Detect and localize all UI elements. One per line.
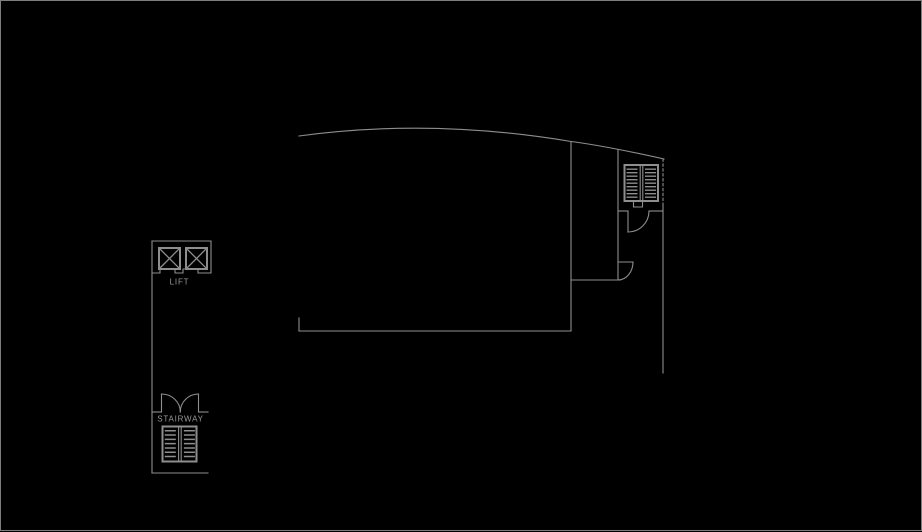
main-hall xyxy=(298,127,665,374)
staircase-upper-divider xyxy=(639,165,644,201)
staircase-upper-landing-tab xyxy=(632,201,644,208)
linework xyxy=(151,127,665,474)
staircase-lower-divider xyxy=(178,426,182,462)
door-lower-swing-arc xyxy=(617,261,634,281)
lift-block xyxy=(151,240,212,474)
door-upper xyxy=(617,210,664,233)
lift-car-1 xyxy=(158,247,181,270)
double-door-right-swing-arc xyxy=(179,393,200,413)
staircase-upper-outline xyxy=(623,164,659,202)
lift-label: LIFT xyxy=(170,278,190,287)
stairway-label: STAIRWAY xyxy=(157,415,204,424)
lift-car-1-cross xyxy=(158,247,181,270)
double-door-left-swing-arc xyxy=(160,393,181,413)
door-upper-swing-arc xyxy=(627,210,650,233)
roof-curve-wall xyxy=(298,127,665,160)
staircase-upper xyxy=(623,164,659,208)
staircase-lower-outline xyxy=(161,425,198,463)
lift-car-2 xyxy=(185,247,208,270)
door-lower xyxy=(617,261,634,281)
lift-car-2-cross xyxy=(185,247,208,270)
plan-labels: LIFT STAIRWAY xyxy=(157,278,204,424)
stairway-block xyxy=(151,393,209,474)
